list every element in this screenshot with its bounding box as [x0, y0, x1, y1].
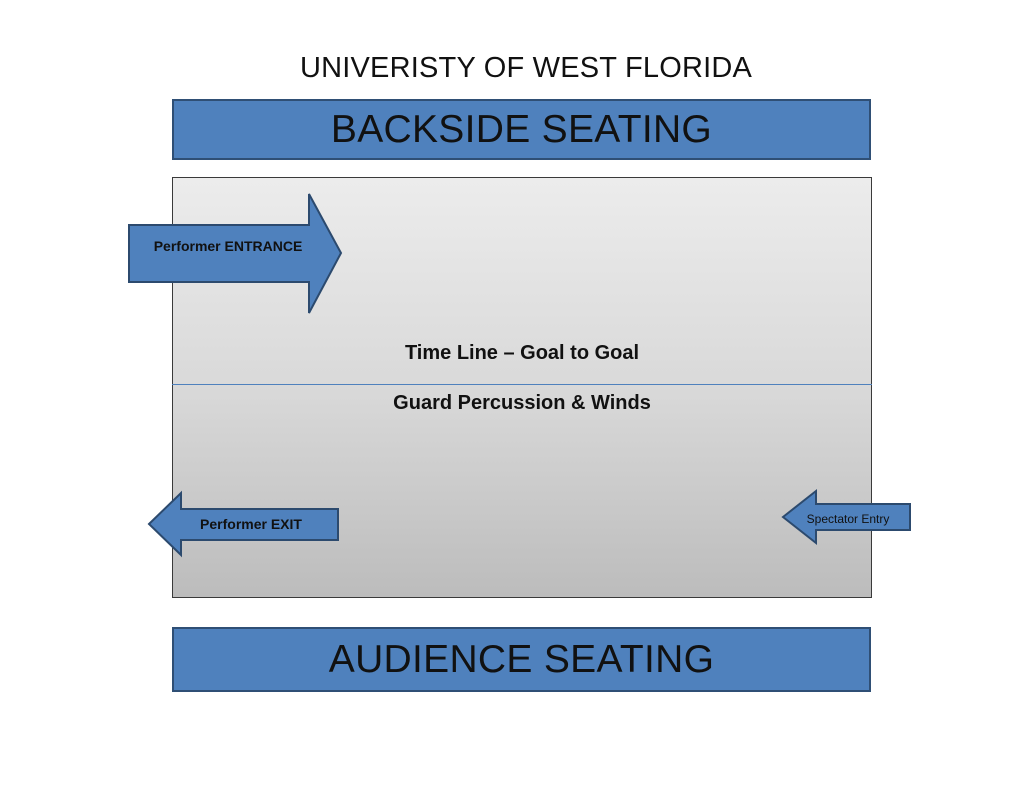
- center-line: [172, 384, 872, 385]
- page-title: UNIVERISTY OF WEST FLORIDA: [299, 52, 753, 84]
- left-arrow-icon: [147, 490, 339, 558]
- backside-seating-bar: BACKSIDE SEATING: [172, 99, 871, 160]
- timeline-label: Time Line – Goal to Goal: [404, 342, 640, 364]
- right-arrow-icon: [128, 193, 343, 314]
- performer-exit-arrow: Performer EXIT: [147, 490, 339, 558]
- guard-label: Guard Percussion & Winds: [393, 392, 651, 414]
- spectator-entry-label: Spectator Entry: [807, 512, 890, 526]
- spectator-entry-arrow: Spectator Entry: [781, 488, 911, 546]
- left-arrow-icon: [781, 488, 911, 546]
- performer-exit-label: Performer EXIT: [200, 516, 302, 532]
- backside-seating-label: BACKSIDE SEATING: [330, 107, 713, 151]
- performer-entrance-arrow: Performer ENTRANCE: [128, 193, 343, 314]
- performer-entrance-label: Performer ENTRANCE: [154, 238, 303, 254]
- audience-seating-label: AUDIENCE SEATING: [328, 637, 715, 681]
- audience-seating-bar: AUDIENCE SEATING: [172, 627, 871, 692]
